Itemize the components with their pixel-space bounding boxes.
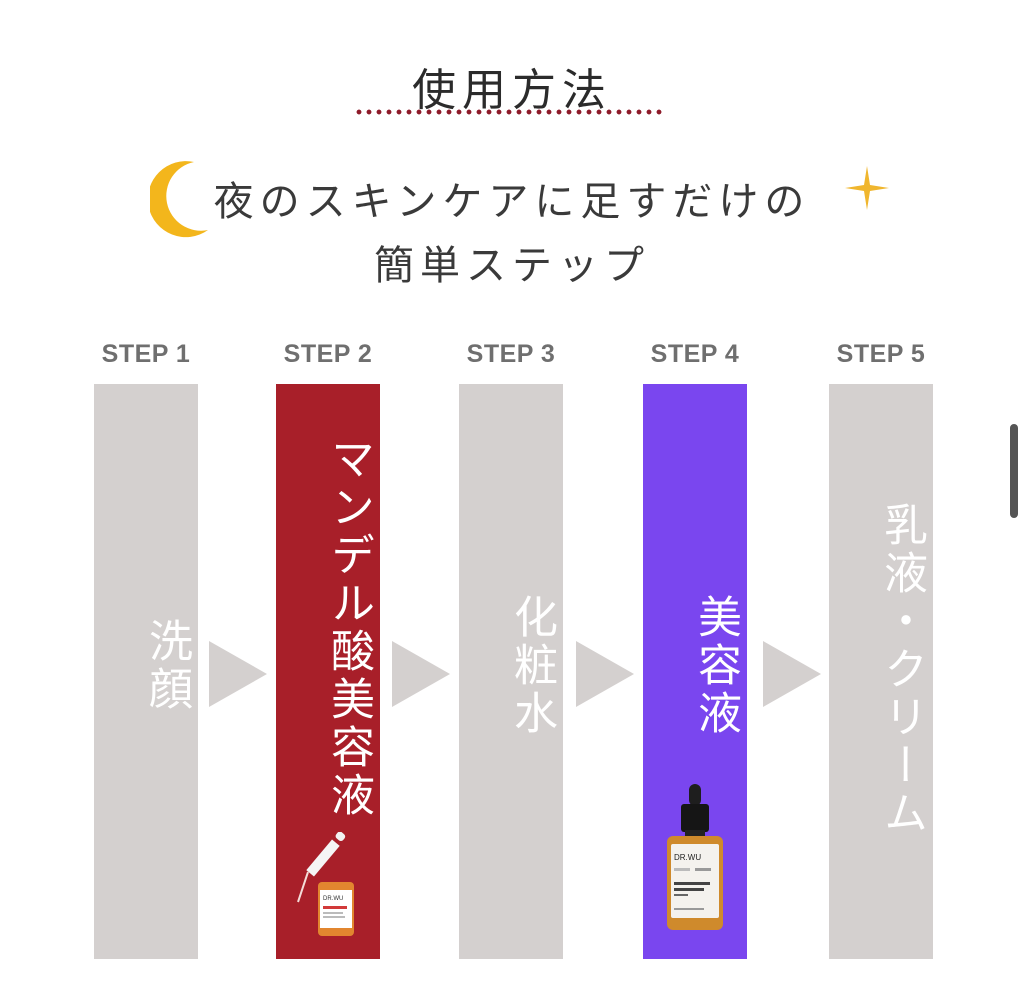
step-5-column: 乳液・クリーム	[829, 384, 933, 959]
page-title: 使用方法	[412, 65, 612, 116]
arrow-right-icon	[392, 641, 450, 707]
step-4-text: 美容液	[690, 594, 741, 738]
step-4-label: STEP 4	[650, 340, 740, 368]
step-2-text: マンデル酸美容液	[323, 436, 374, 820]
step-1-column: 洗顔	[94, 384, 198, 959]
sparkle-icon	[845, 166, 889, 210]
subtitle-line-2: 簡単ステップ	[374, 243, 650, 289]
step-2-label: STEP 2	[283, 340, 373, 368]
subtitle: 夜のスキンケアに足すだけの 簡単ステップ	[0, 170, 1024, 298]
serum-bottle-image: DR.WU	[667, 784, 723, 930]
step-1-text: 洗顔	[141, 618, 192, 714]
step-4-column: 美容液 DR.WU	[643, 384, 747, 959]
step-2-column: マンデル酸美容液 DR.WU	[276, 384, 380, 959]
step-5-label: STEP 5	[836, 340, 926, 368]
dropper-bottle-image: DR.WU	[297, 832, 354, 936]
arrow-right-icon	[576, 641, 634, 707]
step-1-label: STEP 1	[101, 340, 191, 368]
step-3-text: 化粧水	[506, 594, 557, 738]
step-3-label: STEP 3	[466, 340, 556, 368]
arrow-right-icon	[209, 641, 267, 707]
step-5-text: 乳液・クリーム	[876, 502, 927, 838]
subtitle-line-1: 夜のスキンケアに足すだけの	[213, 179, 811, 225]
arrow-right-icon	[763, 641, 821, 707]
moon-icon	[150, 161, 208, 238]
title-dotted-underline	[354, 108, 664, 116]
step-4-product-brand: DR.WU	[674, 853, 701, 862]
step-3-column: 化粧水	[459, 384, 563, 959]
scrollbar[interactable]	[1010, 424, 1018, 518]
step-2-product-brand: DR.WU	[323, 896, 343, 902]
